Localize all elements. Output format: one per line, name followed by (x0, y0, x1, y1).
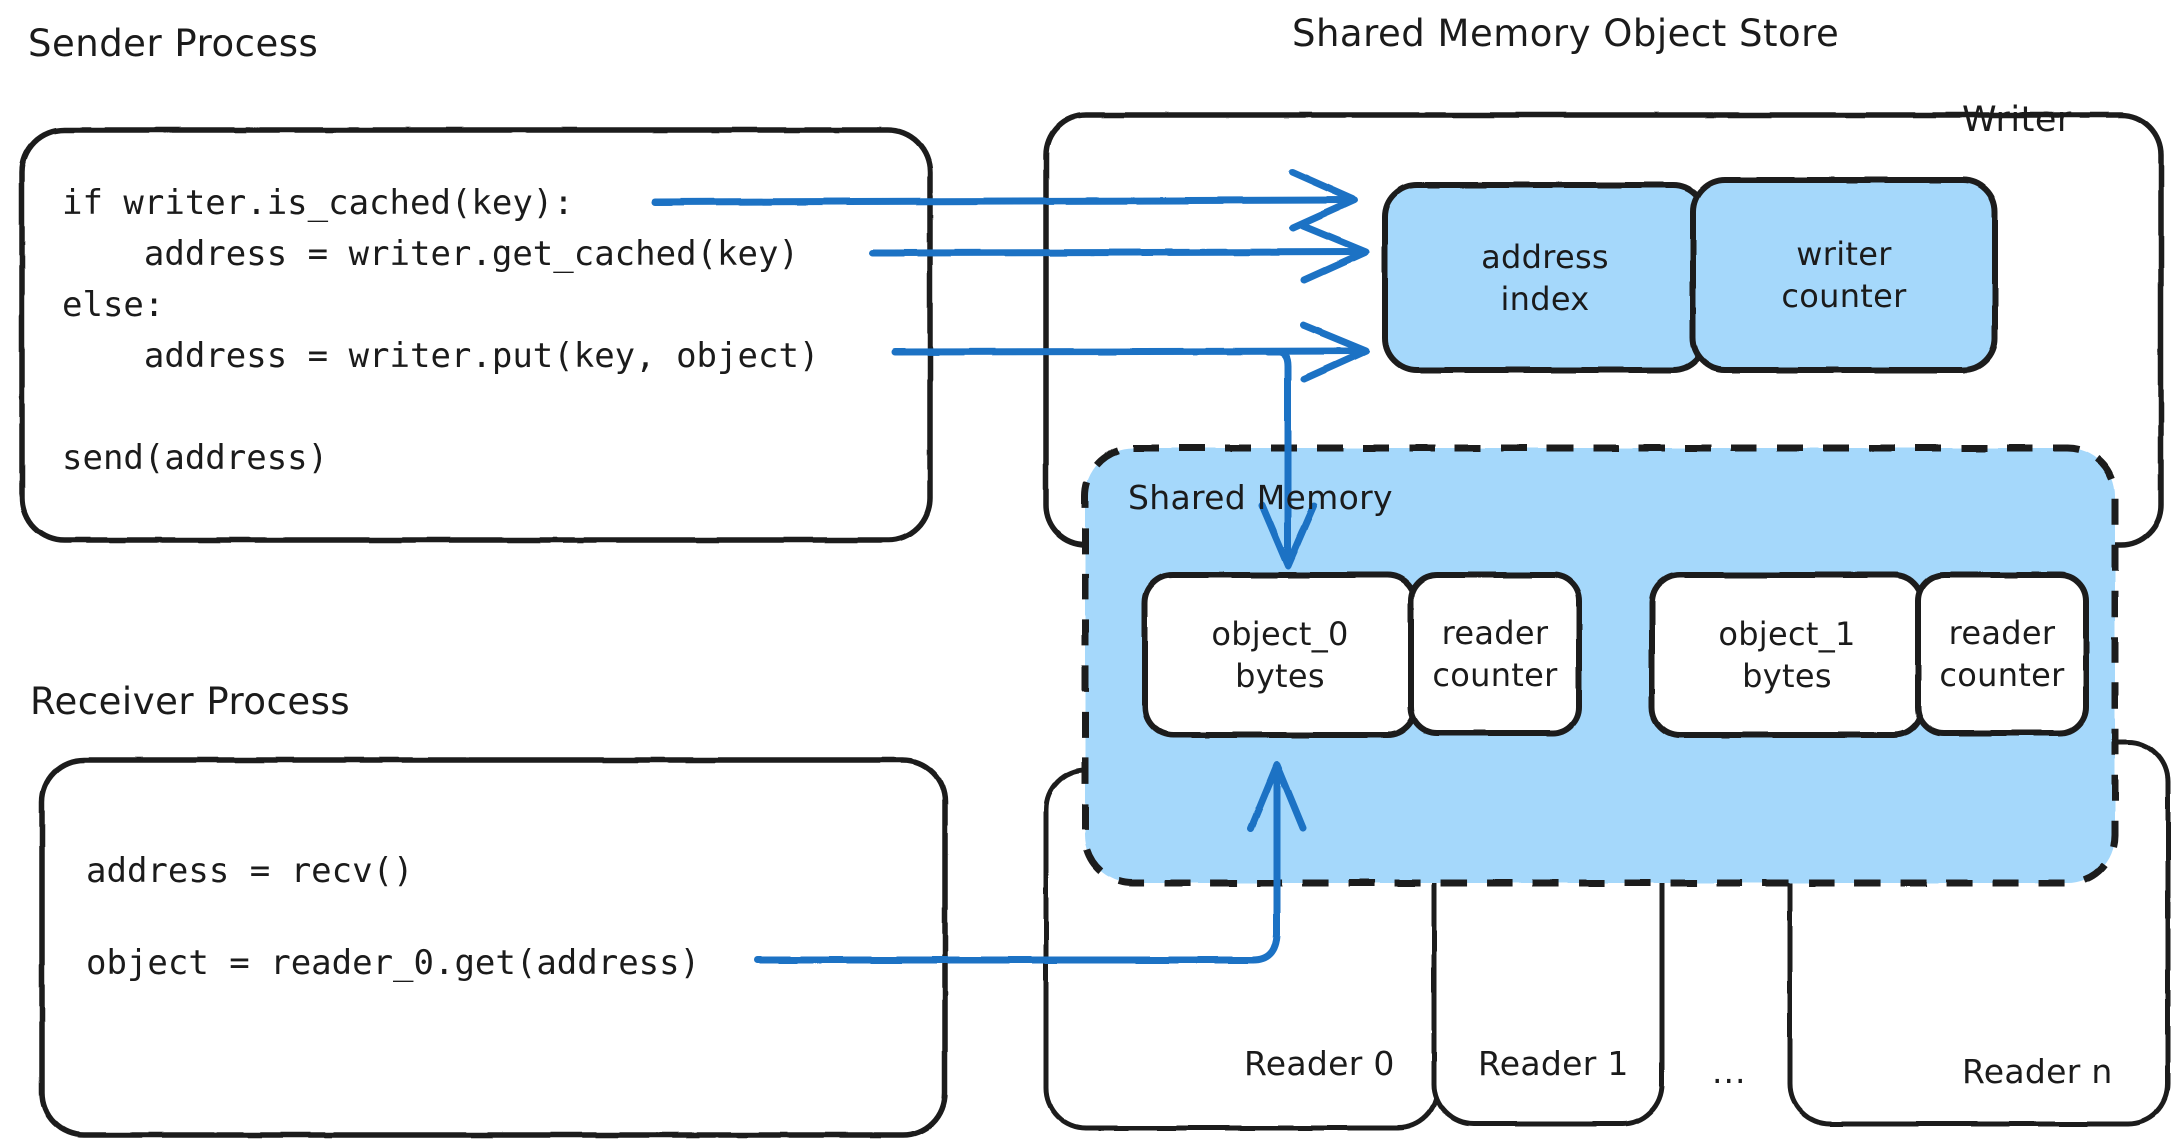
object-1-reader-counter-box (1915, 572, 2089, 736)
address-index-label: address index (1385, 185, 1705, 370)
object-0-reader-counter-line-0: reader (1441, 614, 1549, 652)
sender-process-box (19, 127, 933, 543)
object-1-reader-counter-line-0: reader (1948, 614, 2056, 652)
writer-counter-label-line-1: counter (1781, 277, 1907, 315)
page-title-receiver: Receiver Process (30, 680, 351, 723)
object-0-label-line-0: object_0 (1211, 615, 1349, 653)
arrow-is-cached (651, 196, 1356, 206)
object-0-label: object_0 bytes (1145, 575, 1415, 735)
reader-n-label: Reader n (1962, 1052, 2113, 1091)
object-1-reader-counter-label: reader counter (1918, 575, 2086, 733)
writer-counter-label-line-0: writer (1796, 235, 1892, 273)
object-0-reader-counter-line-1: counter (1432, 656, 1558, 694)
sender-code-line-3: address = writer.put(key, object) (62, 336, 820, 376)
receiver-code-line-0: address = recv() (86, 851, 414, 891)
writer-counter-label: writer counter (1693, 180, 1995, 370)
object-1-reader-counter-line-1: counter (1939, 656, 2065, 694)
arrow-put (891, 347, 1367, 356)
address-index-label-line-0: address (1481, 237, 1609, 276)
object-0-reader-counter-label: reader counter (1411, 575, 1579, 733)
arrow-reader-get-head (1247, 761, 1307, 832)
address-index-label-line-1: index (1500, 279, 1590, 318)
object-0-reader-counter-box (1408, 572, 1582, 736)
reader-0-label: Reader 0 (1244, 1044, 1395, 1083)
page-title-object-store: Shared Memory Object Store (1292, 12, 1840, 55)
object-1-label: object_1 bytes (1652, 575, 1922, 735)
arrow-put-branch-down (1264, 348, 1292, 564)
sender-code-line-2: else: (62, 285, 165, 325)
sender-code-line-5: send(address) (62, 438, 329, 478)
arrow-get-cached-head (1299, 222, 1370, 284)
writer-counter-slot (1690, 177, 1998, 373)
readers-ellipsis: ... (1712, 1052, 1747, 1091)
page-title-sender: Sender Process (28, 22, 319, 65)
shared-memory-panel (1081, 444, 2119, 887)
sender-code-line-1: address = writer.get_cached(key) (62, 234, 799, 274)
sender-code-line-0: if writer.is_cached(key): (62, 183, 574, 223)
arrow-reader-get (753, 766, 1281, 964)
object-1-label-line-1: bytes (1742, 657, 1832, 695)
arrow-get-cached (868, 248, 1367, 257)
arrow-put-head (1299, 321, 1370, 383)
arrow-put-branch-head (1258, 501, 1318, 570)
object-1-label-line-0: object_1 (1718, 615, 1856, 653)
object-0-label-line-1: bytes (1235, 657, 1325, 695)
receiver-process-box (39, 757, 948, 1138)
writer-label: Writer (1962, 100, 2072, 140)
shared-memory-label: Shared Memory (1128, 478, 1393, 517)
arrow-is-cached-head (1288, 168, 1359, 232)
receiver-code-line-2: object = reader_0.get(address) (86, 943, 701, 983)
reader-1-label: Reader 1 (1478, 1044, 1629, 1083)
